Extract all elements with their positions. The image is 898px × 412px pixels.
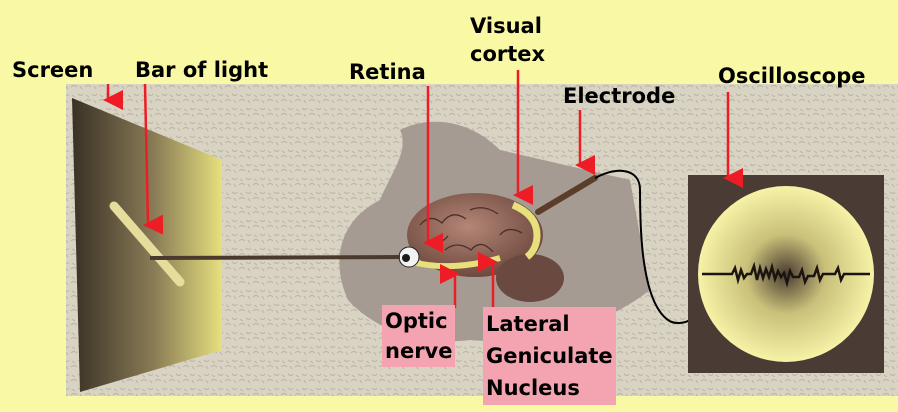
- label-visual-cortex-line-1: Visual: [470, 12, 545, 40]
- label-electrode: Electrode: [563, 84, 675, 108]
- label-optic-nerve: Optic nerve: [382, 305, 455, 367]
- label-screen: Screen: [12, 58, 93, 82]
- label-visual-cortex-line-2: cortex: [470, 40, 545, 68]
- label-oscilloscope: Oscilloscope: [718, 64, 865, 88]
- label-bar-of-light: Bar of light: [135, 58, 268, 82]
- label-optic-nerve-line-1: Optic: [385, 306, 452, 336]
- label-optic-nerve-line-2: nerve: [385, 336, 452, 366]
- label-lgn-line-2: Geniculate: [486, 340, 613, 372]
- pupil: [402, 254, 410, 262]
- label-lateral-geniculate-nucleus: Lateral Geniculate Nucleus: [483, 307, 616, 405]
- light-beam: [150, 257, 400, 258]
- label-lgn-line-1: Lateral: [486, 308, 613, 340]
- label-retina: Retina: [349, 60, 426, 84]
- label-visual-cortex: Visual cortex: [470, 12, 545, 68]
- label-lgn-line-3: Nucleus: [486, 372, 613, 404]
- cerebellum: [496, 254, 564, 302]
